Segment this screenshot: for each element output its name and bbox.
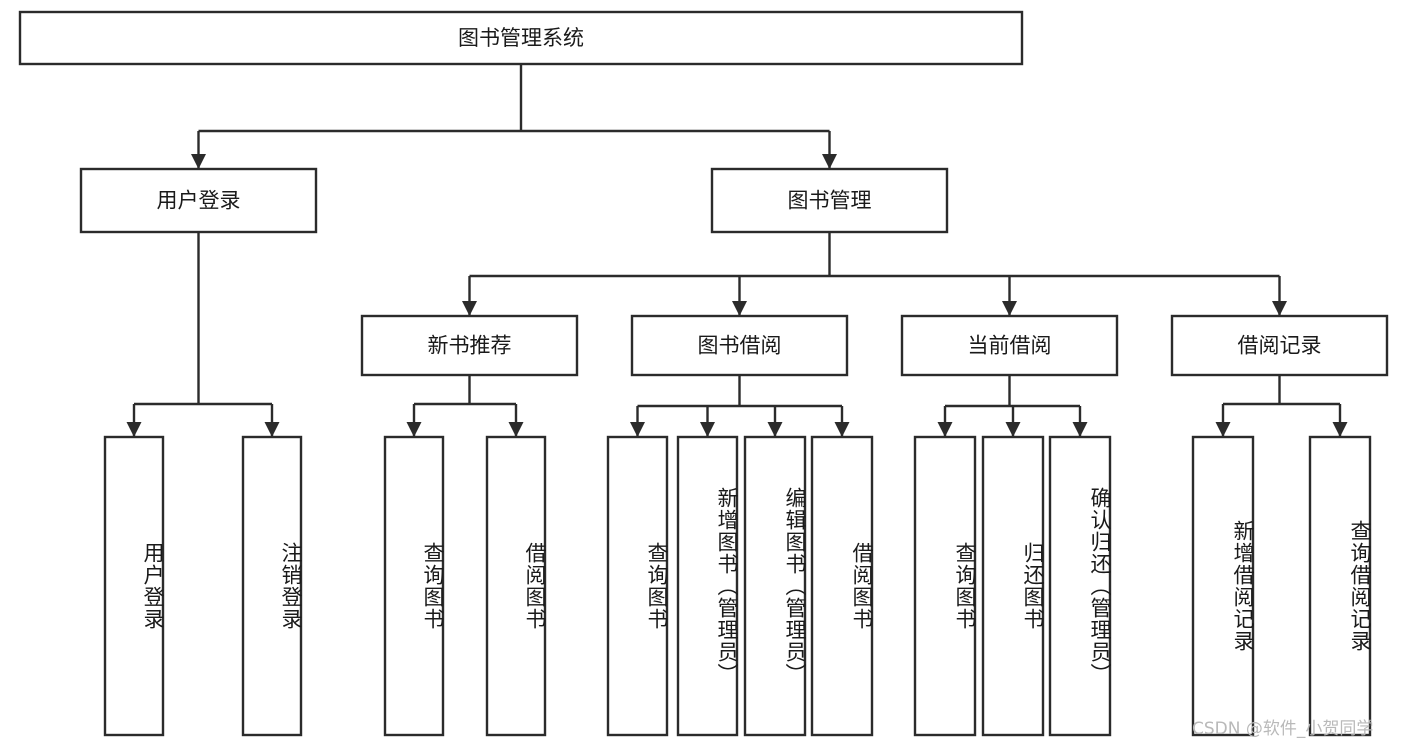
node-box-leaf-query-borrow-record[interactable] xyxy=(1308,435,1372,737)
node-box-leaf-borrow-book-2[interactable] xyxy=(810,435,874,737)
node-box-leaf-user-login[interactable] xyxy=(103,435,165,737)
arrow-head-icon xyxy=(732,301,747,316)
arrow-head-icon xyxy=(630,422,645,437)
arrow-head-icon xyxy=(1002,301,1017,316)
arrow-head-icon xyxy=(1072,422,1088,437)
node-box-current-borrow[interactable] xyxy=(900,314,1119,377)
arrow-head-icon xyxy=(767,422,783,437)
arrow-head-icon xyxy=(126,422,142,437)
node-box-root[interactable] xyxy=(18,10,1024,66)
node-label-user-login: 用户登录 xyxy=(157,189,241,213)
arrow-head-icon xyxy=(700,422,715,437)
connector-layer xyxy=(126,64,1348,437)
arrow-head-icon xyxy=(462,301,477,316)
node-box-book-manage[interactable] xyxy=(710,167,949,234)
arrow-head-icon xyxy=(1332,422,1348,437)
node-label-book-manage: 图书管理 xyxy=(788,189,872,213)
node-box-user-login[interactable] xyxy=(79,167,318,234)
arrow-head-icon xyxy=(822,154,837,169)
arrow-head-icon xyxy=(1005,422,1021,437)
node-box-leaf-edit-book-admin[interactable] xyxy=(743,435,807,737)
arrow-head-icon xyxy=(834,422,850,437)
node-box-leaf-borrow-book-1[interactable] xyxy=(485,435,547,737)
node-box-layer xyxy=(18,10,1389,737)
node-box-leaf-query-book-3[interactable] xyxy=(913,435,977,737)
arrow-head-icon xyxy=(1215,422,1231,437)
node-box-book-borrow[interactable] xyxy=(630,314,849,377)
node-box-leaf-user-logout[interactable] xyxy=(241,435,303,737)
node-box-new-book-recommend[interactable] xyxy=(360,314,579,377)
node-label-current-borrow: 当前借阅 xyxy=(968,334,1052,358)
node-label-borrow-record: 借阅记录 xyxy=(1238,334,1322,358)
node-box-leaf-add-borrow-record[interactable] xyxy=(1191,435,1255,737)
node-box-leaf-confirm-return-admin[interactable] xyxy=(1048,435,1112,737)
node-label-book-borrow: 图书借阅 xyxy=(698,334,782,358)
node-label-root: 图书管理系统 xyxy=(458,26,584,50)
arrow-head-icon xyxy=(406,422,422,437)
node-box-leaf-add-book-admin[interactable] xyxy=(676,435,739,737)
arrow-head-icon xyxy=(1272,301,1287,316)
arrow-head-icon xyxy=(937,422,953,437)
csdn-watermark: CSDN @软件_小贺同学 xyxy=(1192,719,1374,739)
arrow-head-icon xyxy=(264,422,280,437)
node-box-borrow-record[interactable] xyxy=(1170,314,1389,377)
node-box-leaf-query-book-1[interactable] xyxy=(383,435,445,737)
arrow-head-icon xyxy=(191,154,206,169)
arrow-head-icon xyxy=(508,422,524,437)
node-box-leaf-return-book[interactable] xyxy=(981,435,1045,737)
node-box-leaf-query-book-2[interactable] xyxy=(606,435,669,737)
node-label-new-book-recommend: 新书推荐 xyxy=(428,334,512,358)
